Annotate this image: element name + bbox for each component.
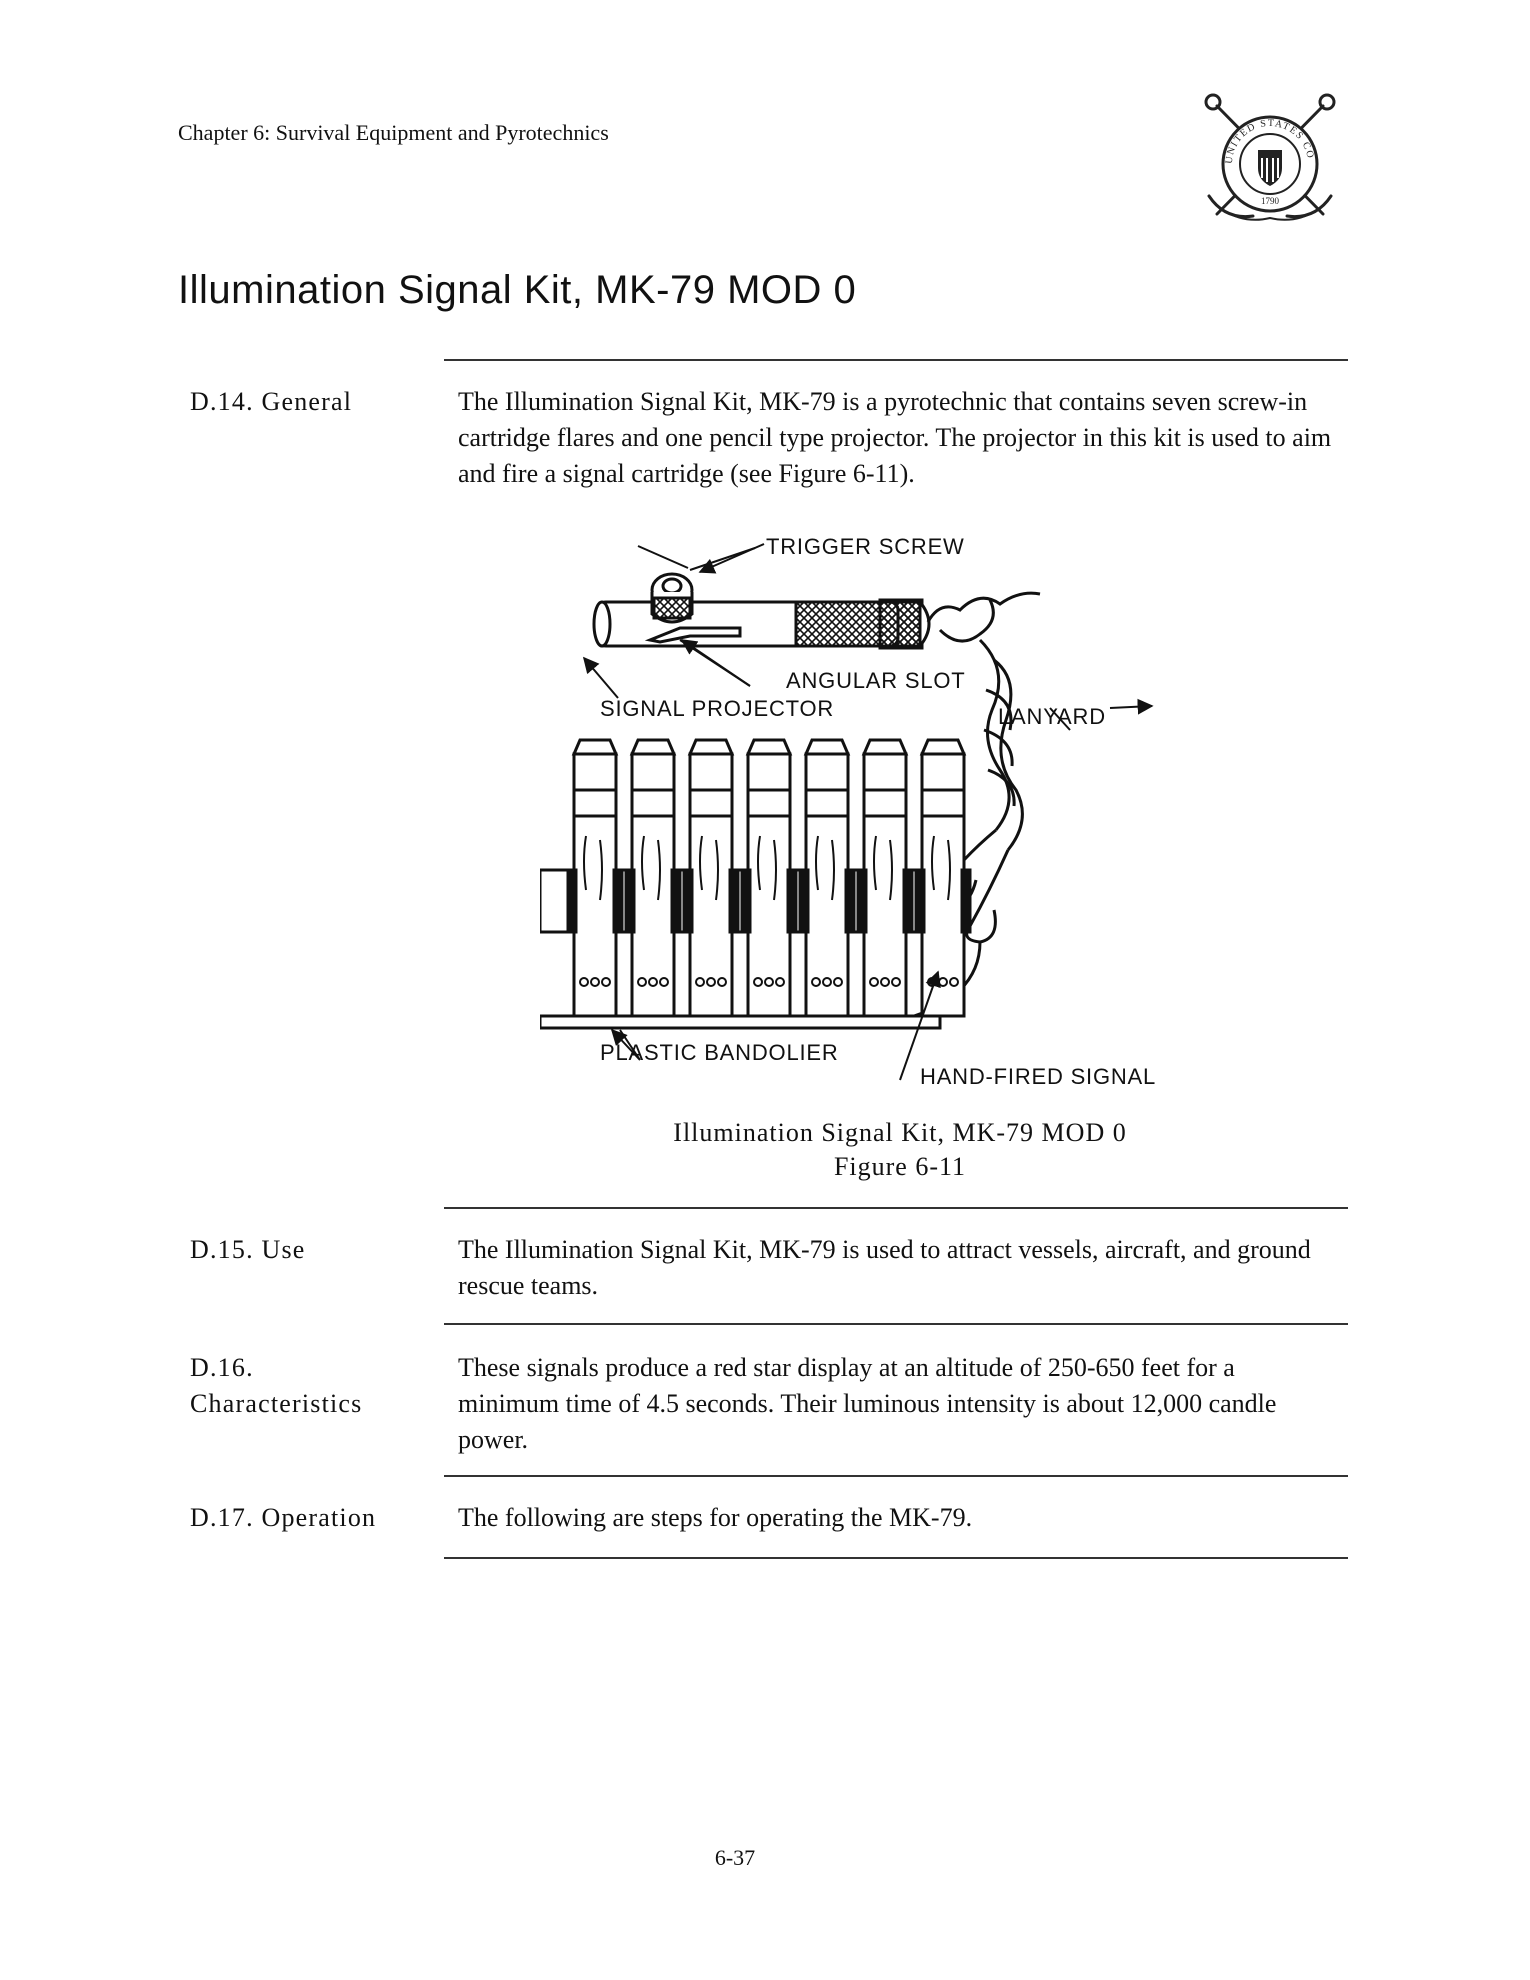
callout-hand-fired-signal: HAND-FIRED SIGNAL — [920, 1064, 1156, 1089]
figure-6-11-illustration: TRIGGER SCREW ANGULAR SLOT SIGNAL PROJEC… — [540, 534, 1156, 1089]
figure-caption-title: Illumination Signal Kit, MK-79 MOD 0 — [673, 1118, 1127, 1147]
hand-fired-signal-cartridge — [914, 738, 972, 1018]
knurled-grip — [794, 600, 922, 648]
section-text-characteristics: These signals produce a red star display… — [458, 1353, 1277, 1454]
callout-signal-projector: SIGNAL PROJECTOR — [600, 696, 834, 721]
section-rule — [444, 1207, 1348, 1209]
hand-fired-signal-cartridge — [740, 738, 798, 1018]
section-label-use: D.15. Use — [190, 1235, 306, 1264]
section-rule — [444, 1475, 1348, 1477]
seal-year: 1790 — [1261, 196, 1280, 206]
section-text-operation: The following are steps for operating th… — [458, 1503, 973, 1532]
hand-fired-signal-cartridge — [856, 738, 914, 1018]
callout-plastic-bandolier: PLASTIC BANDOLIER — [600, 1040, 839, 1065]
section-label-characteristics: D.16. Characteristics — [190, 1350, 363, 1422]
section-label-operation: D.17. Operation — [190, 1503, 377, 1532]
callout-trigger-screw: TRIGGER SCREW — [766, 534, 965, 559]
figure-caption-number: Figure 6-11 — [833, 1152, 967, 1181]
section-label-name: Characteristics — [190, 1389, 363, 1418]
trigger-screw — [650, 572, 694, 624]
coast-guard-seal: UNITED STATES COAST GUARD 1790 — [1195, 92, 1336, 221]
section-label-general: D.14. General — [190, 387, 353, 416]
section-rule — [444, 1323, 1348, 1325]
hand-fired-signal-cartridge — [798, 738, 856, 1018]
hand-fired-signal-cartridge — [566, 738, 624, 1018]
page-number: 6-37 — [714, 1845, 756, 1870]
section-text-use: The Illumination Signal Kit, MK-79 is us… — [458, 1235, 1311, 1300]
callout-lanyard: LANYARD — [998, 704, 1106, 729]
page-title: Illumination Signal Kit, MK-79 MOD 0 — [178, 268, 857, 312]
running-head: Chapter 6: Survival Equipment and Pyrote… — [178, 120, 609, 145]
section-rule — [444, 359, 1348, 361]
hand-fired-signal-cartridge — [624, 738, 682, 1018]
section-label-number: D.16. — [190, 1353, 254, 1382]
plastic-bandolier-strip — [540, 1014, 942, 1030]
hand-fired-signal-cartridge — [682, 738, 740, 1018]
angular-slot — [644, 626, 742, 644]
section-text-general: The Illumination Signal Kit, MK-79 is a … — [458, 387, 1332, 488]
callout-angular-slot: ANGULAR SLOT — [786, 668, 966, 693]
signal-cartridges — [540, 738, 972, 1018]
section-rule — [444, 1557, 1348, 1559]
